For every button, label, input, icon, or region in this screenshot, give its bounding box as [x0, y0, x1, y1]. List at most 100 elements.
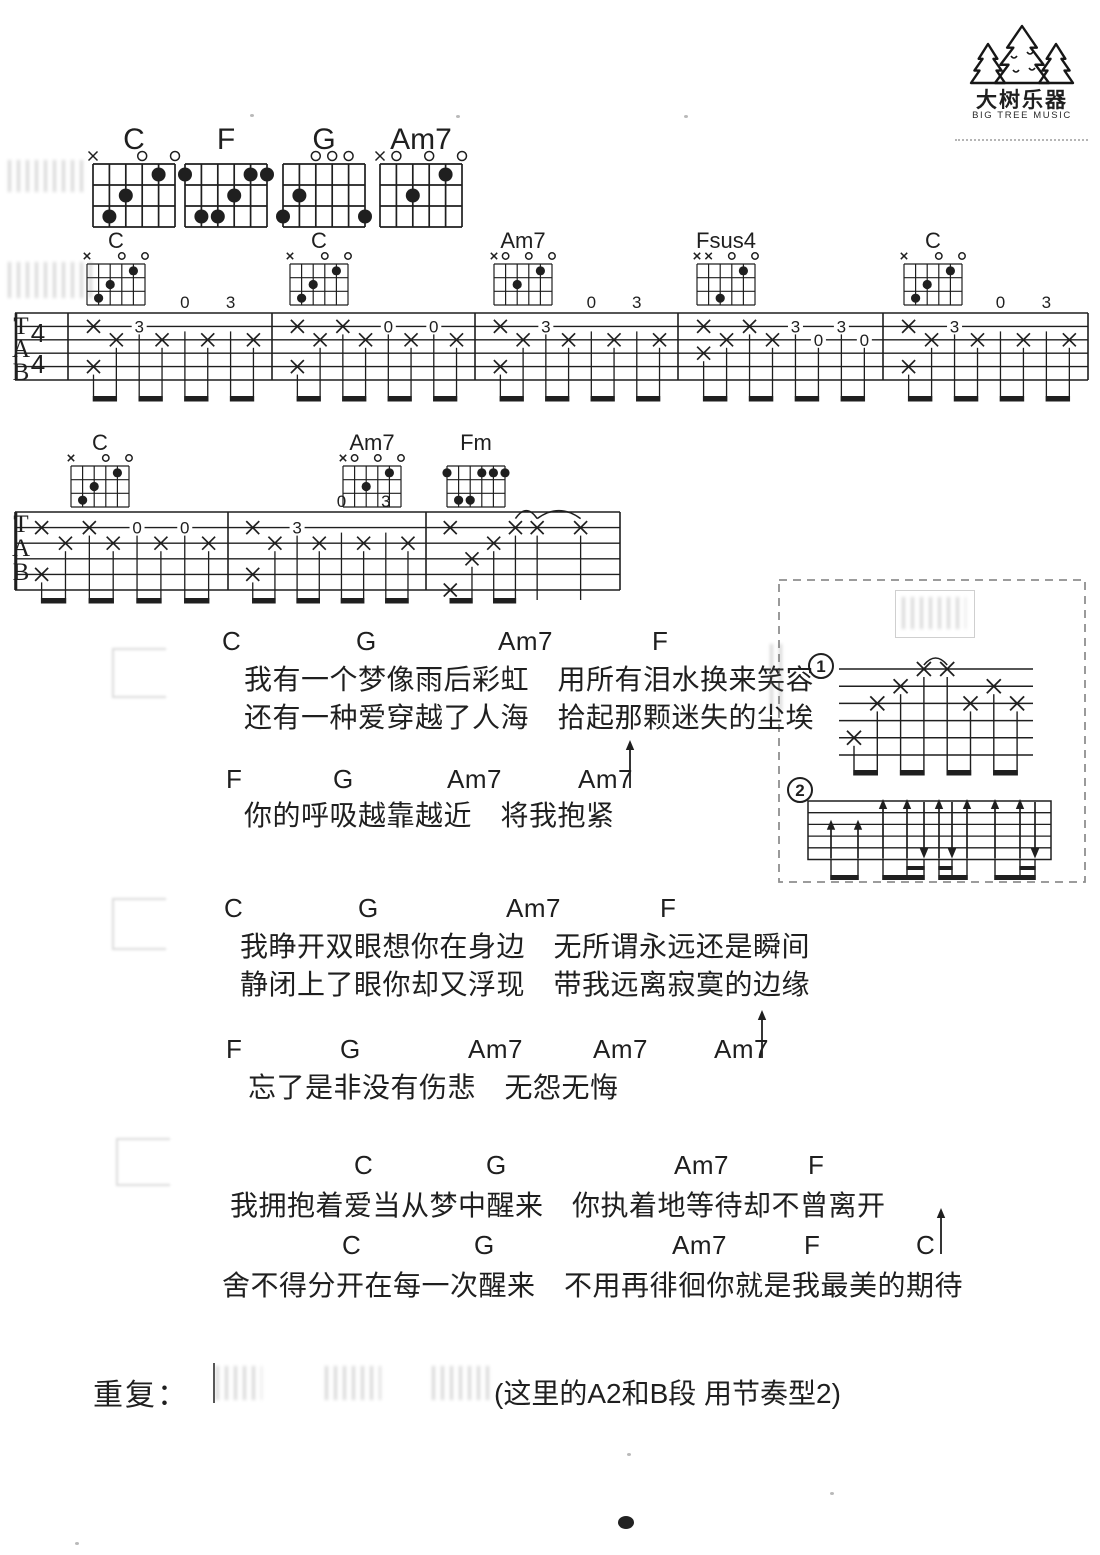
open-string-marker	[169, 150, 181, 162]
muted-x-mark	[443, 520, 458, 535]
beam	[1045, 396, 1071, 402]
open-string-marker	[456, 150, 468, 162]
chord-diagram-Fsus4: Fsus4	[693, 228, 759, 306]
muted-x-mark	[313, 332, 328, 347]
chord-diagram-label: C	[108, 228, 124, 253]
beam	[906, 866, 925, 870]
finger-dot	[331, 266, 341, 276]
chord-diagram-Am7: Am7	[490, 228, 556, 306]
beam	[449, 598, 473, 604]
muted-x-mark	[516, 332, 531, 347]
rhythm-pattern-box: 12	[778, 579, 1086, 883]
chord-label: G	[474, 1230, 495, 1260]
muted-x-mark	[561, 332, 576, 347]
beam	[342, 396, 367, 402]
tab-fret-number: 0	[814, 331, 823, 350]
faded-print-artifact	[112, 648, 166, 698]
rhythm-pattern-1: 1	[808, 653, 1033, 776]
open-string-marker	[958, 252, 966, 260]
muted-x-mark	[34, 567, 49, 582]
number-mask	[810, 330, 826, 350]
chord-diagram-label: C	[925, 228, 941, 253]
logo-trees-icon	[969, 24, 1075, 85]
muted-x-mark	[245, 520, 260, 535]
muted-x-mark	[696, 346, 711, 361]
rhythm-pattern-2: 2	[787, 777, 1052, 880]
arrow-head	[936, 1208, 946, 1218]
beam	[994, 875, 1036, 880]
chord-diagram-label: Fsus4	[696, 228, 756, 253]
muted-x-mark	[916, 661, 932, 677]
muted-x-mark	[493, 319, 508, 334]
open-string-marker	[320, 252, 329, 260]
chord-label: F	[804, 1230, 821, 1260]
logo-text-cn: 大树乐器	[976, 89, 1068, 112]
open-string-marker	[350, 454, 359, 462]
beam	[946, 770, 972, 776]
arrow-head	[853, 819, 863, 830]
arrow-head	[1015, 799, 1025, 809]
finger-dot	[715, 293, 725, 303]
finger-dot	[194, 209, 209, 224]
chord-diagram-C: C	[83, 228, 149, 306]
faded-print-artifact	[902, 597, 966, 629]
bird-mark	[1028, 67, 1036, 71]
beam	[385, 598, 409, 604]
footer-note: (这里的A2和B段 用节奏型2)	[494, 1378, 841, 1409]
beam	[590, 396, 615, 402]
beam	[938, 875, 968, 880]
pine-tree-outline	[969, 42, 1007, 85]
beam	[252, 598, 276, 604]
tab-fret-number: 0	[384, 317, 393, 336]
lyric-line: 静闭上了眼你却又浮现 带我远离寂寞的边缘	[240, 969, 811, 1000]
finger-dot	[78, 495, 88, 505]
muted-x-mark	[201, 536, 216, 551]
beam	[794, 396, 820, 402]
chord-label: C	[222, 626, 242, 656]
finger-dot	[358, 209, 372, 224]
tab-clef-letter: B	[13, 359, 30, 386]
chord-diagram-Am7: Am7	[339, 430, 405, 508]
faded-print-artifact	[8, 160, 84, 192]
tab-clef-letter: T	[13, 313, 28, 340]
muted-x-mark	[34, 520, 49, 535]
finger-dot	[512, 279, 522, 290]
muted-x-mark	[154, 332, 170, 347]
lyric-line: 我有一个梦像雨后彩虹 用所有泪水换来笑容	[244, 664, 815, 695]
chord-diagram-label: G	[312, 123, 335, 156]
chord-push-arrows	[625, 740, 946, 1254]
muted-x-mark	[245, 567, 260, 582]
tab-clef-letter: A	[12, 336, 30, 363]
beam	[882, 875, 925, 880]
finger-dot	[94, 293, 104, 303]
finger-dot	[945, 266, 956, 276]
chord-diagram-C: C	[67, 430, 133, 508]
finger-dot	[488, 468, 498, 478]
pattern-number: 2	[795, 781, 804, 800]
muted-x-mark	[742, 319, 757, 334]
faded-print-artifact	[432, 1366, 492, 1400]
muted-x-mark	[1016, 332, 1031, 347]
open-string-marker	[136, 150, 148, 162]
tab-fret-number: 3	[226, 293, 235, 312]
finger-dot	[112, 468, 122, 478]
chord-label: G	[340, 1034, 361, 1064]
tab-fret-number: 0	[587, 293, 596, 312]
beam	[184, 598, 210, 604]
chord-diagram-label: Fm	[460, 430, 492, 455]
finger-dot	[105, 279, 115, 290]
muted-x-mark	[869, 695, 885, 712]
beam	[953, 396, 979, 402]
lyric-line: 我睁开双眼想你在身边 无所谓永远还是瞬间	[240, 931, 811, 962]
muted-x-mark	[153, 536, 169, 551]
arrow-head	[919, 848, 929, 859]
chord-diagram-C: C	[87, 123, 181, 228]
strum-staff-frame	[807, 800, 1052, 861]
chord-diagram-F: F	[178, 123, 274, 228]
beam	[545, 396, 570, 402]
chord-label: G	[486, 1150, 507, 1180]
chord-label: C	[916, 1230, 936, 1260]
beam	[40, 598, 67, 604]
bird-mark	[1012, 69, 1020, 73]
